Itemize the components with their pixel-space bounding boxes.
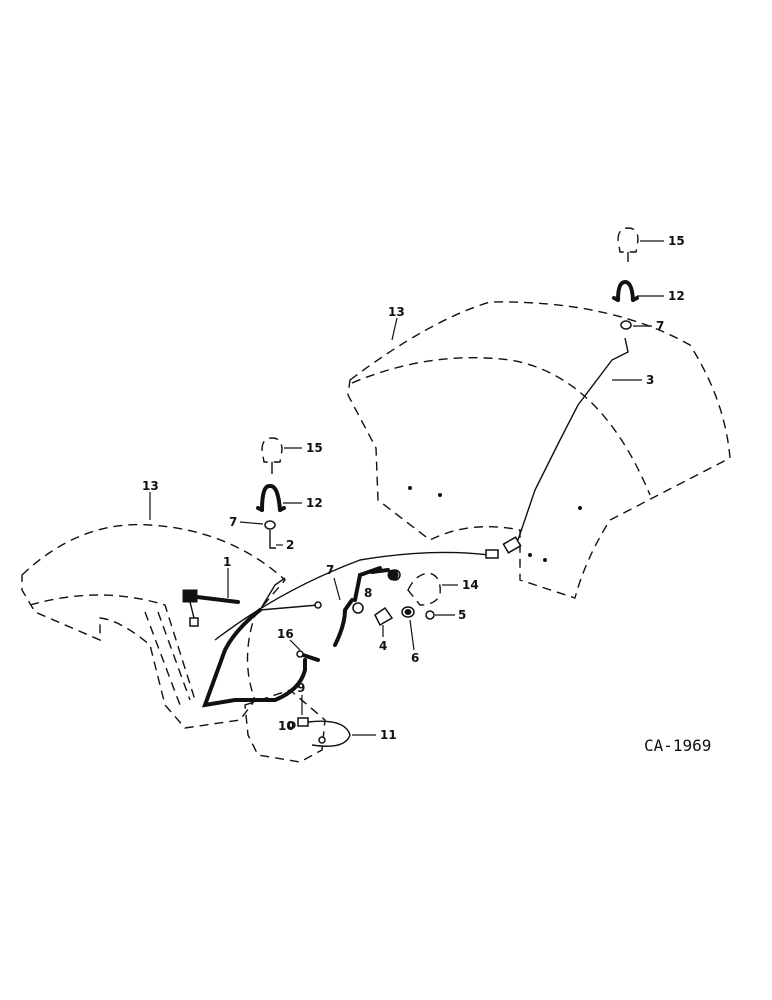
wire-end-connector <box>502 536 522 554</box>
callout-4: 4 <box>379 639 387 653</box>
callout-16: 16 <box>277 627 294 641</box>
callout-2: 2 <box>286 538 294 552</box>
part-4-bracket <box>374 606 394 627</box>
callout-14: 14 <box>462 578 479 592</box>
callout-labels: 15 12 7 3 13 13 15 12 7 2 1 7 8 14 5 16 … <box>142 234 685 742</box>
harness-wire-3 <box>517 337 629 541</box>
right-fender <box>347 301 731 599</box>
rear-support <box>244 689 326 763</box>
callout-12-right: 12 <box>668 289 685 303</box>
callout-7-right: 7 <box>656 319 664 333</box>
callout-5: 5 <box>458 608 466 622</box>
callout-9: 9 <box>297 681 305 695</box>
callout-7-mid: 7 <box>326 563 334 577</box>
callout-6: 6 <box>411 651 419 665</box>
right-bracket-12 <box>612 279 639 302</box>
callout-13-right: 13 <box>388 305 405 319</box>
part-16-bolt <box>296 650 320 662</box>
callout-7-left: 7 <box>229 515 237 529</box>
fender-holes <box>408 486 582 562</box>
callout-1: 1 <box>223 555 231 569</box>
part-14-lamp <box>407 572 441 606</box>
drawing-code: CA-1969 <box>644 736 711 755</box>
callout-13-left: 13 <box>142 479 159 493</box>
left-bracket-12 <box>256 484 286 512</box>
part-8-grommet <box>387 569 399 581</box>
part-5-nut <box>425 610 435 620</box>
callout-15-right: 15 <box>668 234 685 248</box>
callout-8: 8 <box>364 586 372 600</box>
left-lamp-15 <box>261 437 283 474</box>
main-harness-1 <box>201 608 307 708</box>
callout-15-left: 15 <box>306 441 323 455</box>
leader-lines <box>149 240 664 736</box>
callout-10: 10 <box>278 719 295 733</box>
left-washer-7 <box>264 520 276 530</box>
part-6-socket <box>401 606 415 618</box>
callout-3: 3 <box>646 373 654 387</box>
callout-11: 11 <box>380 728 397 742</box>
right-washer-7 <box>620 320 632 330</box>
switch-assembly <box>182 589 240 627</box>
right-lamp-15 <box>617 227 639 262</box>
callout-12-left: 12 <box>306 496 323 510</box>
left-stud-2 <box>269 530 276 549</box>
left-fender <box>21 523 286 729</box>
main-harness-upper <box>214 551 491 641</box>
parts-9-10-11 <box>288 717 351 747</box>
